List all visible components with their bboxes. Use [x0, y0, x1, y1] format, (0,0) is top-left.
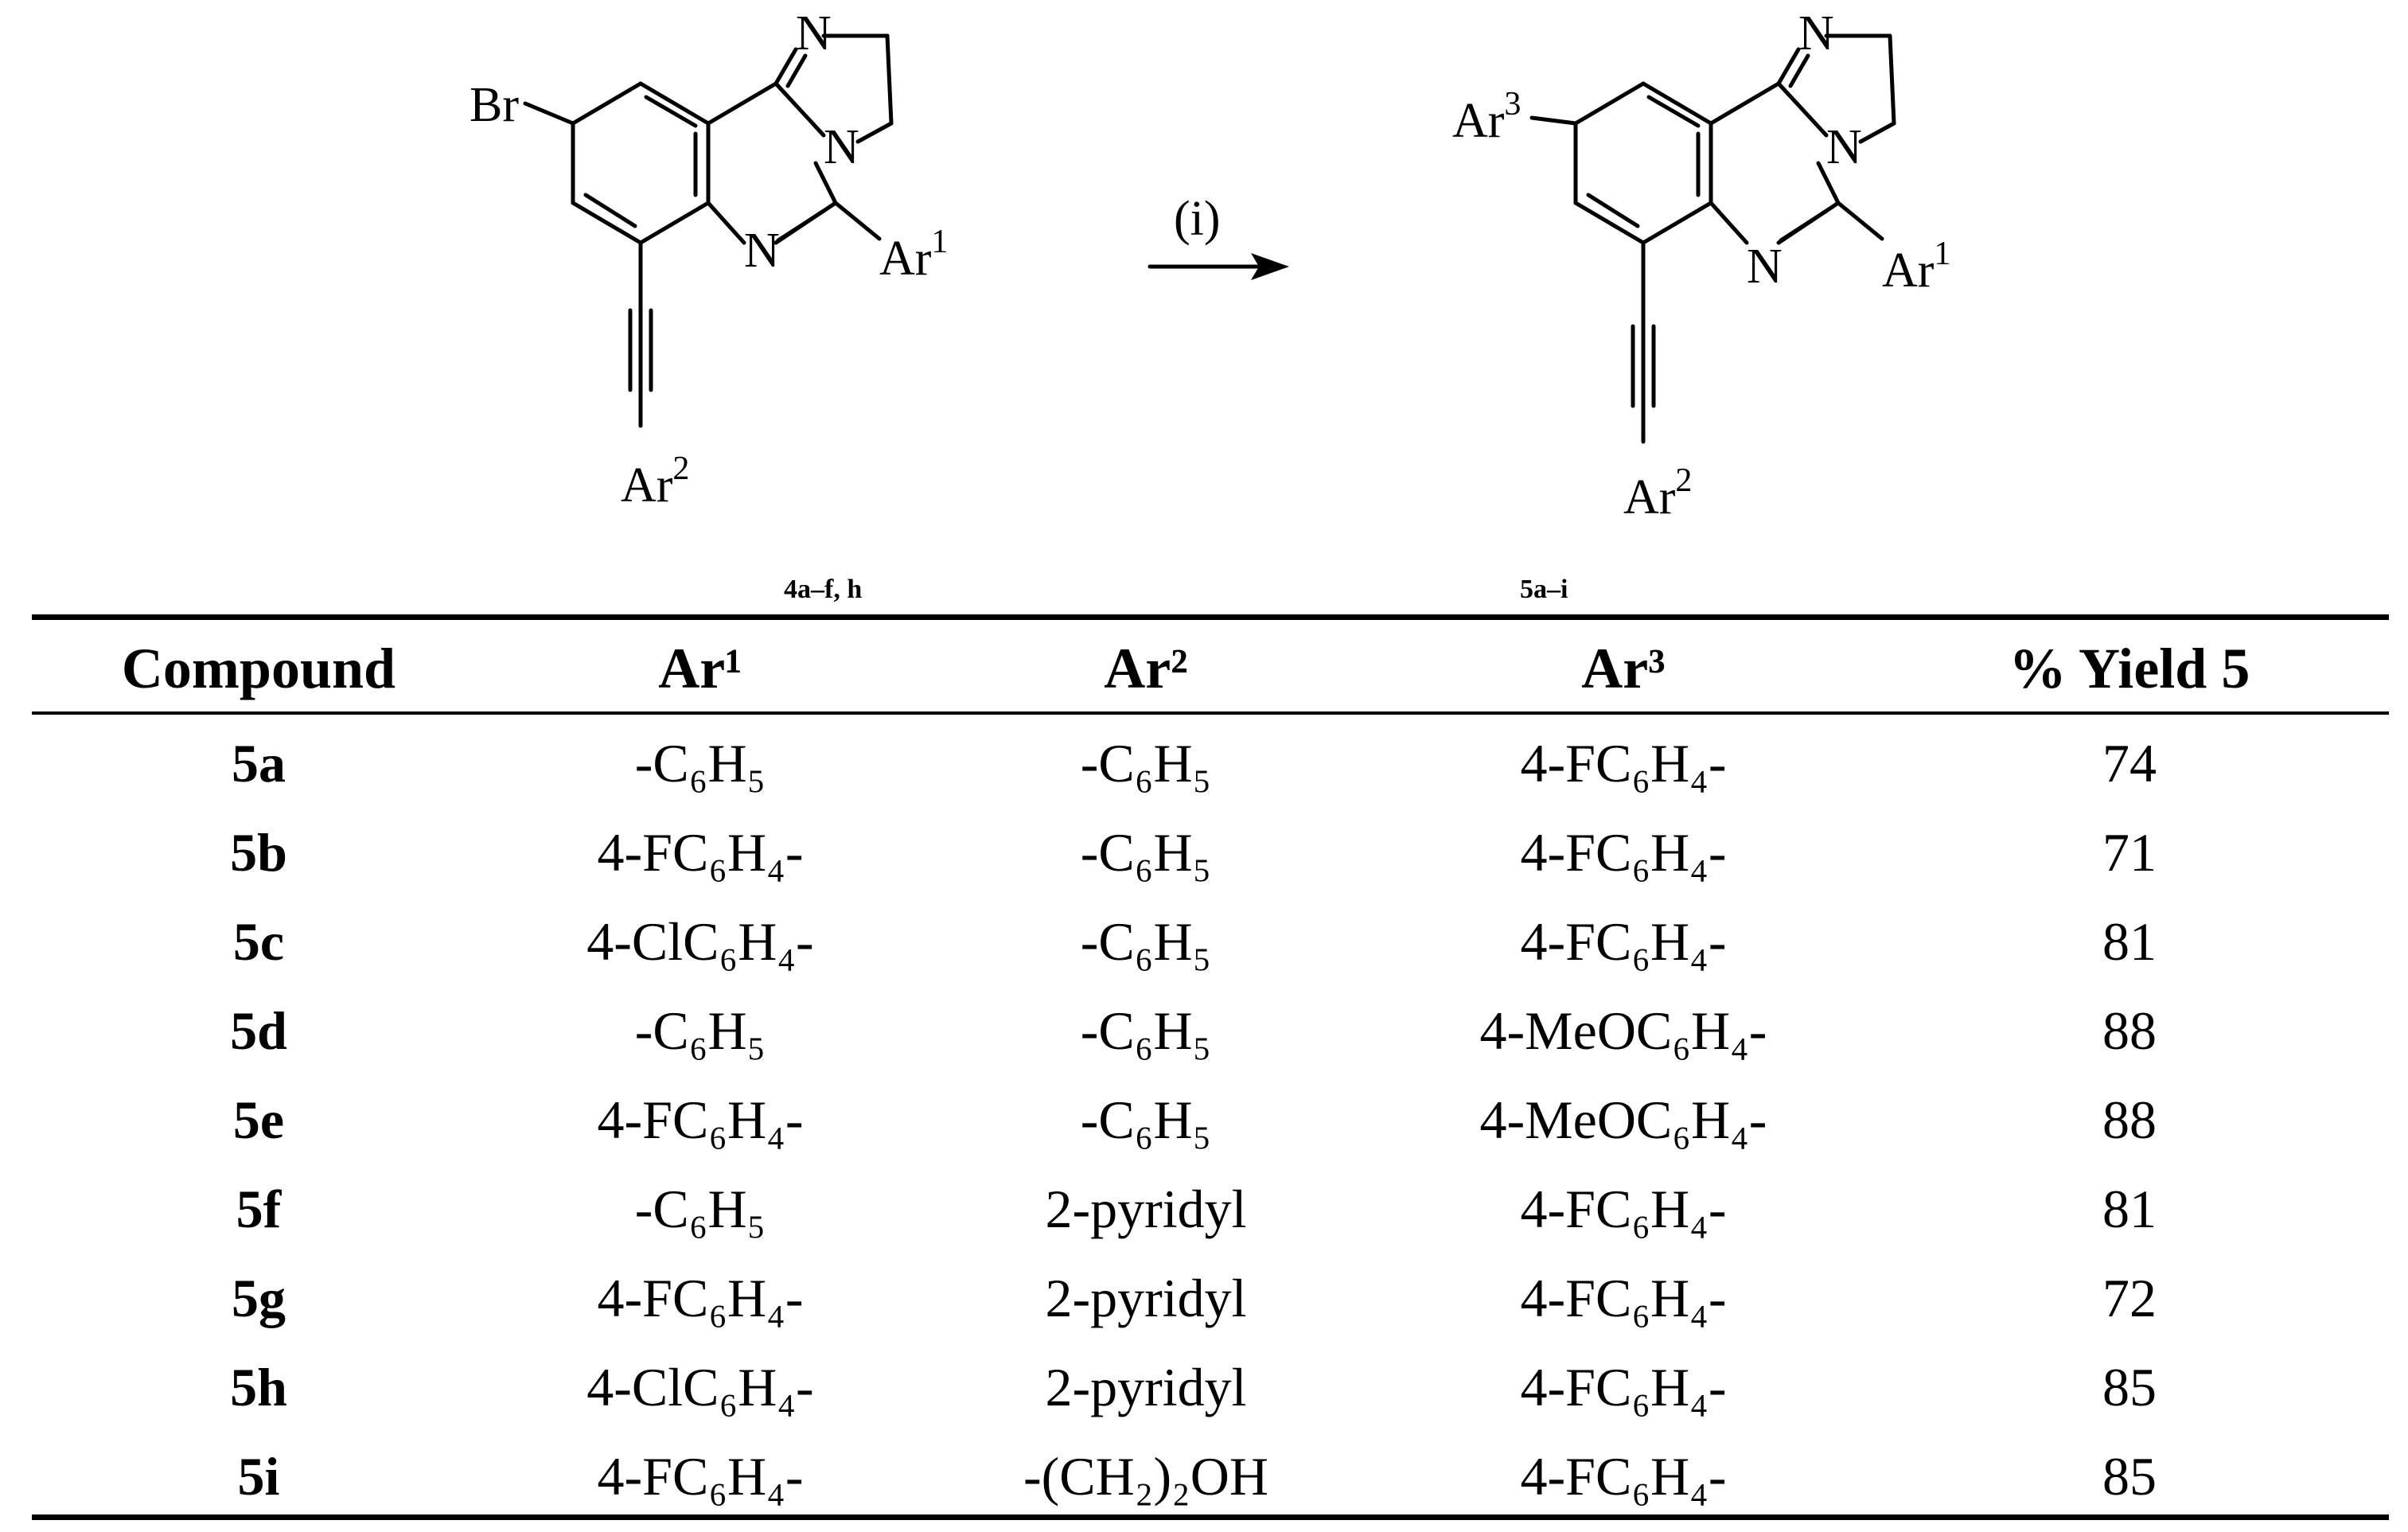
cell-ar3: 4-MeOC₆H₄-	[1479, 1090, 1767, 1150]
cell-compound: 5d	[230, 1000, 287, 1061]
cell-compound: 5i	[237, 1446, 280, 1507]
product-compound-label: 5a–i	[1520, 575, 1568, 604]
reactant-n-ring: N	[824, 120, 859, 174]
reaction-arrow	[1148, 253, 1289, 280]
reaction-scheme: Br N N N Ar1 Ar2 (i)	[470, 6, 1950, 524]
cell-ar3: 4-FC₆H₄-	[1520, 733, 1727, 793]
header-ar3: Ar³	[1581, 637, 1666, 700]
cell-compound: 5e	[232, 1090, 285, 1150]
table-header-rule	[32, 711, 2389, 715]
cell-ar1: 4-FC₆H₄-	[597, 822, 804, 883]
cell-ar2: -C₆H₅	[1080, 1090, 1212, 1150]
cell-yield: 81	[2102, 1179, 2157, 1239]
cell-ar2: -C₆H₅	[1080, 733, 1212, 793]
table-bottom-rule	[32, 1514, 2389, 1520]
cell-ar3: 4-FC₆H₄-	[1520, 1179, 1727, 1239]
product-n-ring: N	[1826, 120, 1862, 174]
cell-ar2: -C₆H₅	[1080, 911, 1212, 972]
table-row: 5d -C₆H₅ -C₆H₅ 4-MeOC₆H₄- 88	[32, 986, 2389, 1075]
cell-ar1: -C₆H₅	[634, 1179, 766, 1239]
cell-ar3: 4-FC₆H₄-	[1520, 1357, 1727, 1417]
reactant-ar2-label: Ar2	[621, 450, 689, 513]
header-ar2: Ar²	[1104, 637, 1188, 700]
cell-yield: 72	[2102, 1268, 2157, 1328]
header-ar1: Ar¹	[658, 637, 742, 700]
reactant-br-label: Br	[470, 78, 519, 132]
cell-ar1: -C₆H₅	[634, 733, 766, 793]
cell-ar2: 2-pyridyl	[1045, 1179, 1247, 1239]
cell-yield: 85	[2102, 1446, 2157, 1507]
cell-ar1: 4-ClC₆H₄-	[586, 911, 814, 972]
reactant-n-top: N	[796, 6, 832, 60]
table-row: 5h 4-ClC₆H₄- 2-pyridyl 4-FC₆H₄- 85	[32, 1343, 2389, 1432]
table-row: 5f -C₆H₅ 2-pyridyl 4-FC₆H₄- 81	[32, 1164, 2389, 1253]
table-row: 5g 4-FC₆H₄- 2-pyridyl 4-FC₆H₄- 72	[32, 1253, 2389, 1343]
cell-compound: 5a	[232, 733, 286, 793]
table-row: 5i 4-FC₆H₄- -(CH₂)₂OH 4-FC₆H₄- 85	[32, 1432, 2389, 1521]
cell-ar1: 4-FC₆H₄-	[597, 1090, 804, 1150]
table-row: 5b 4-FC₆H₄- -C₆H₅ 4-FC₆H₄- 71	[32, 808, 2389, 897]
table-row: 5c 4-ClC₆H₄- -C₆H₅ 4-FC₆H₄- 81	[32, 897, 2389, 986]
product-structure	[1529, 33, 1896, 444]
cell-ar1: 4-ClC₆H₄-	[586, 1357, 814, 1417]
product-ar2-label: Ar2	[1623, 462, 1692, 524]
product-ar1-label: Ar1	[1882, 236, 1950, 298]
cell-yield: 74	[2102, 733, 2157, 793]
header-compound: Compound	[121, 637, 396, 700]
product-n-lower: N	[1747, 240, 1783, 294]
cell-ar1: -C₆H₅	[634, 1000, 766, 1061]
cell-yield: 71	[2102, 822, 2157, 883]
cell-compound: 5c	[232, 911, 285, 972]
reactant-structure	[523, 33, 894, 428]
cell-yield: 88	[2102, 1090, 2157, 1150]
table-header-row: Compound Ar¹ Ar² Ar³ % Yield 5	[32, 622, 2389, 711]
cell-ar2: 2-pyridyl	[1045, 1357, 1247, 1417]
reactant-compound-label: 4a–f, h	[784, 575, 863, 604]
cell-ar2: -C₆H₅	[1080, 1000, 1212, 1061]
cell-ar3: 4-FC₆H₄-	[1520, 1268, 1727, 1328]
reactant-ar1-label: Ar1	[879, 224, 948, 286]
cell-ar2: -(CH₂)₂OH	[1023, 1446, 1269, 1507]
cell-ar2: -C₆H₅	[1080, 822, 1212, 883]
cell-yield: 81	[2102, 911, 2157, 972]
product-ar3-label: Ar3	[1452, 86, 1521, 148]
product-n-top: N	[1798, 6, 1834, 60]
table-row: 5a -C₆H₅ -C₆H₅ 4-FC₆H₄- 74	[32, 719, 2389, 808]
cell-ar3: 4-FC₆H₄-	[1520, 1446, 1727, 1507]
cell-compound: 5g	[232, 1268, 286, 1328]
cell-ar3: 4-FC₆H₄-	[1520, 911, 1727, 972]
cell-compound: 5h	[230, 1357, 287, 1417]
cell-compound: 5b	[230, 822, 287, 883]
cell-compound: 5f	[236, 1179, 282, 1239]
cell-ar3: 4-FC₆H₄-	[1520, 822, 1727, 883]
table-row: 5e 4-FC₆H₄- -C₆H₅ 4-MeOC₆H₄- 88	[32, 1075, 2389, 1164]
reaction-reagent-label: (i)	[1174, 192, 1221, 246]
table-top-rule	[32, 614, 2389, 620]
cell-yield: 88	[2102, 1000, 2157, 1061]
reactant-n-lower: N	[744, 224, 780, 278]
cell-ar2: 2-pyridyl	[1045, 1268, 1247, 1328]
header-yield: % Yield 5	[2009, 637, 2250, 700]
cell-ar1: 4-FC₆H₄-	[597, 1268, 804, 1328]
cell-ar1: 4-FC₆H₄-	[597, 1446, 804, 1507]
cell-ar3: 4-MeOC₆H₄-	[1479, 1000, 1767, 1061]
cell-yield: 85	[2102, 1357, 2157, 1417]
